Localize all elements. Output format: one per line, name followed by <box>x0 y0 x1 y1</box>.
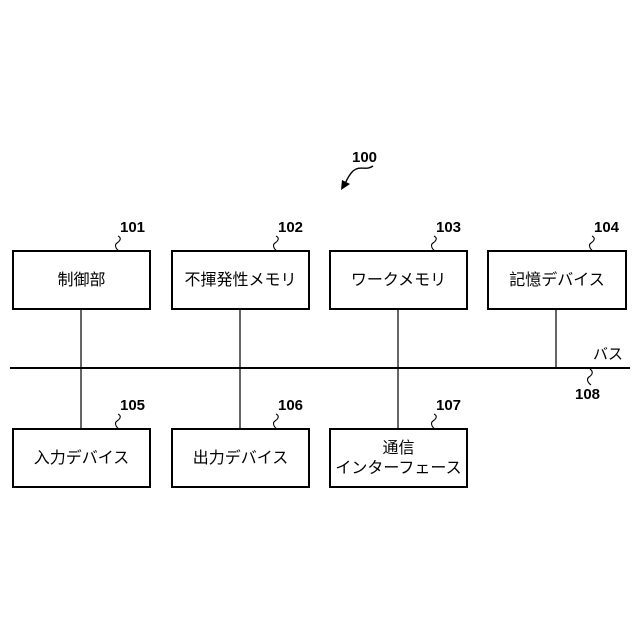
ref-label-103: 103 <box>436 219 461 237</box>
block-input-device: 入力デバイス <box>12 428 151 488</box>
leader-108 <box>588 369 593 385</box>
ref-label-102: 102 <box>278 219 303 237</box>
block-work-memory: ワークメモリ <box>329 250 468 310</box>
leader-102 <box>274 236 279 251</box>
leader-103 <box>432 236 437 251</box>
block-label-communication-line-1: 通信 <box>382 438 414 458</box>
leader-101 <box>116 236 121 251</box>
block-label-nonvolatile-memory: 不揮発性メモリ <box>184 270 296 290</box>
leader-106 <box>274 414 279 429</box>
block-label-output-device: 出力デバイス <box>193 448 289 468</box>
block-label-work-memory: ワークメモリ <box>351 270 446 290</box>
block-nonvolatile-memory: 不揮発性メモリ <box>171 250 310 310</box>
block-label-storage-device: 記憶デバイス <box>509 270 605 290</box>
block-label-communication-line-2: インターフェース <box>335 458 461 478</box>
ref-label-104: 104 <box>594 219 619 237</box>
leader-105 <box>116 414 121 429</box>
block-storage-device: 記憶デバイス <box>487 250 627 310</box>
ref-label-107: 107 <box>436 397 461 415</box>
block-output-device: 出力デバイス <box>171 428 310 488</box>
ref-label-105: 105 <box>120 397 145 415</box>
leader-107 <box>432 414 437 429</box>
ref-label-108: 108 <box>575 386 600 404</box>
block-control: 制御部 <box>12 250 151 310</box>
system-ref-arrow <box>345 166 373 184</box>
ref-label-106: 106 <box>278 397 303 415</box>
block-label-input-device: 入力デバイス <box>34 448 130 468</box>
system-ref-label: 100 <box>352 149 377 167</box>
leader-104 <box>590 236 595 251</box>
block-communication-interface: 通信 インターフェース <box>329 428 468 488</box>
bus-label: バス <box>593 345 623 363</box>
ref-label-101: 101 <box>120 219 145 237</box>
block-label-control: 制御部 <box>57 270 105 290</box>
